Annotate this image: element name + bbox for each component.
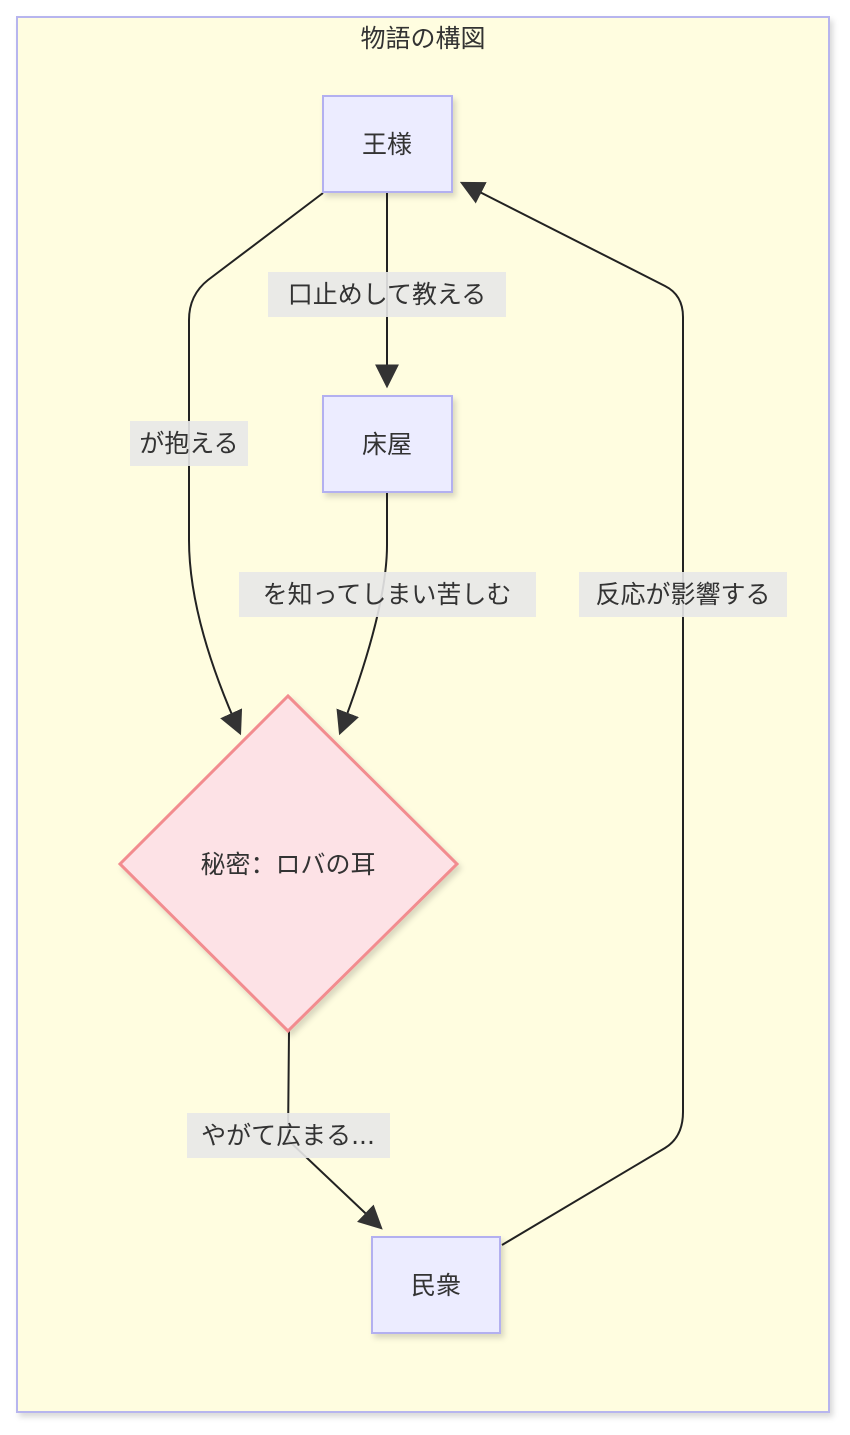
subgraph-frame — [16, 16, 830, 1413]
node-barber[interactable]: 床屋 — [322, 395, 453, 493]
edge-labels: 口止めして教える が抱える を知ってしまい苦しむ やがて広まる... 反応が影響… — [130, 272, 787, 1158]
node-label: 秘密：ロバの耳 — [200, 850, 375, 879]
edge-label-text: やがて広まる... — [201, 1121, 375, 1150]
edge-label-secret-people: やがて広まる... — [187, 1113, 390, 1158]
node-people[interactable]: 民衆 — [371, 1236, 501, 1334]
edge-label-text: が抱える — [139, 429, 238, 458]
node-king[interactable]: 王様 — [322, 95, 453, 193]
edge-label-king-secret: が抱える — [130, 421, 248, 466]
edge-label-text: 口止めして教える — [288, 280, 487, 309]
edge-people-to-king — [459, 181, 684, 1246]
edge-label-text: を知ってしまい苦しむ — [263, 580, 512, 609]
node-secret-decision[interactable]: 秘密：ロバの耳 — [117, 693, 460, 1034]
node-label: 床屋 — [362, 430, 412, 459]
edge-barber-to-secret — [336, 493, 388, 736]
edges — [188, 181, 684, 1246]
node-label: 民衆 — [411, 1271, 461, 1300]
subgraph-title: 物語の構図 — [360, 24, 485, 53]
edge-label-people-king: 反応が影響する — [579, 572, 787, 617]
edge-king-to-secret — [188, 192, 324, 736]
node-label: 王様 — [362, 130, 412, 159]
edge-label-king-barber: 口止めして教える — [268, 272, 506, 317]
edge-label-text: 反応が影響する — [595, 580, 770, 609]
edge-label-barber-secret: を知ってしまい苦しむ — [239, 572, 536, 617]
